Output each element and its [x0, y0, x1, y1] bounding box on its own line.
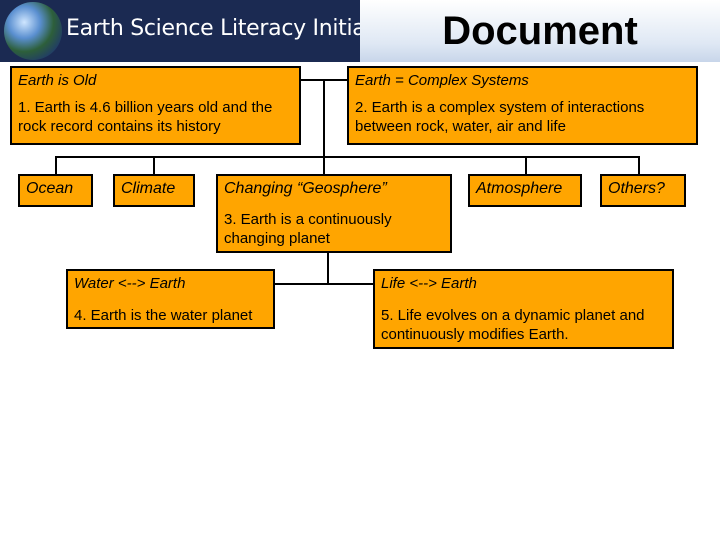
box-body: 2. Earth is a complex system of interact…	[355, 99, 645, 135]
connector-line	[327, 252, 329, 284]
connector-line	[55, 156, 57, 176]
box-body: 3. Earth is a continuously changing plan…	[224, 211, 392, 247]
box-heading: Water <--> Earth	[74, 275, 186, 292]
box-heading: Life <--> Earth	[381, 275, 477, 292]
box-body: 4. Earth is the water planet	[74, 307, 253, 324]
box-heading: Earth is Old	[18, 72, 97, 89]
connector-line	[638, 156, 640, 176]
water-earth-box: Water <--> Earth 4. Earth is the water p…	[66, 269, 275, 329]
earth-old-box: Earth is Old 1. Earth is 4.6 billion yea…	[10, 66, 301, 145]
box-body: 5. Life evolves on a dynamic planet and …	[381, 307, 645, 343]
box-heading: Changing “Geosphere”	[224, 180, 387, 197]
ocean-box: Ocean	[18, 174, 93, 207]
header: Earth Science Literacy Initiative Docume…	[0, 0, 720, 62]
complex-systems-box: Earth = Complex Systems 2. Earth is a co…	[347, 66, 698, 145]
atmosphere-box: Atmosphere	[468, 174, 582, 207]
connector-line	[323, 80, 325, 157]
logo-text: Earth Science Literacy Initiative	[66, 16, 360, 41]
connector-line	[153, 156, 155, 176]
changing-geosphere-box: Changing “Geosphere” 3. Earth is a conti…	[216, 174, 452, 253]
connector-line	[55, 156, 639, 158]
others-box: Others?	[600, 174, 686, 207]
connector-line	[525, 156, 527, 176]
connector-line	[274, 283, 374, 285]
globe-icon	[4, 2, 62, 60]
connector-line	[323, 156, 325, 176]
page-title: Document	[360, 0, 720, 62]
life-earth-box: Life <--> Earth 5. Life evolves on a dyn…	[373, 269, 674, 349]
logo-banner: Earth Science Literacy Initiative	[0, 0, 360, 62]
climate-box: Climate	[113, 174, 195, 207]
box-body: 1. Earth is 4.6 billion years old and th…	[18, 99, 273, 135]
box-heading: Earth = Complex Systems	[355, 72, 529, 89]
